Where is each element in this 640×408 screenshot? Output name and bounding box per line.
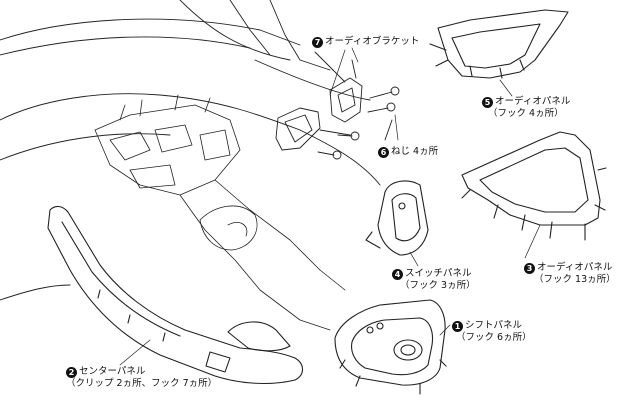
callout-detail: （フック 4ヵ所）	[488, 108, 564, 119]
callout-part-name: オーディオパネル	[537, 262, 613, 273]
shift-panel	[334, 299, 447, 395]
callout-number: 2	[66, 367, 77, 378]
callout-number: 6	[378, 147, 389, 158]
callout-part-name: スイッチパネル	[405, 268, 472, 279]
callout-part-name: ねじ 4ヵ所	[391, 146, 439, 157]
callout-part-name: シフトパネル	[465, 320, 523, 331]
audio-panel-upper	[429, 9, 569, 79]
callout-detail: （フック 13ヵ所）	[534, 274, 616, 285]
callout-detail: （フック 6ヵ所）	[456, 332, 532, 343]
audio-panel-lower	[461, 131, 607, 241]
callout-detail: （クリップ 2ヵ所、フック 7ヵ所）	[66, 378, 218, 389]
callout-detail: （フック 3ヵ所）	[400, 280, 476, 291]
center-panel	[47, 205, 304, 385]
callout-part-name: オーディオブラケット	[325, 36, 420, 47]
leader-lines	[119, 47, 541, 366]
callout-number: 7	[312, 37, 323, 48]
callout-number: 1	[452, 321, 463, 332]
audio-bracket	[275, 51, 363, 151]
dashboard-outline	[0, 0, 381, 301]
callout-number: 4	[392, 269, 403, 280]
callout-part-name: センターパネル	[79, 366, 146, 377]
switch-panel	[365, 180, 429, 256]
callout-number: 3	[524, 263, 535, 274]
screw-set	[317, 86, 400, 160]
callout-number: 5	[482, 97, 493, 108]
callout-part-name: オーディオパネル	[495, 96, 571, 107]
console-cavity	[94, 94, 346, 331]
